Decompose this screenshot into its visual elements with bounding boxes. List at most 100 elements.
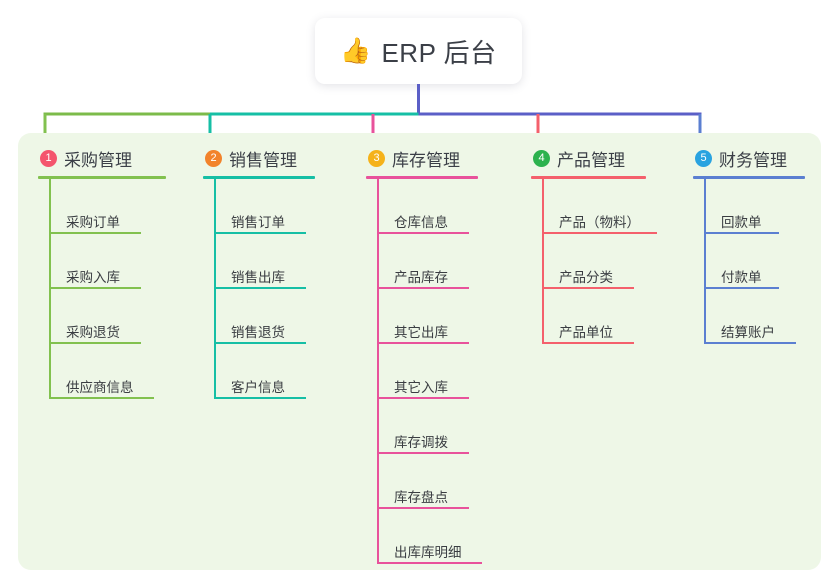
branch-rule (531, 176, 646, 179)
branch-rule (366, 176, 478, 179)
leaf-underline (49, 397, 154, 399)
leaf-label: 出库库明细 (394, 545, 462, 561)
leaf-item[interactable]: 产品分类 (542, 234, 646, 289)
leaf-item[interactable]: 产品（物料） (542, 179, 657, 234)
leaf-item[interactable]: 回款单 (704, 179, 805, 234)
branch-header-1[interactable]: 1 采购管理 (38, 145, 166, 171)
leaf-underline (214, 397, 306, 399)
branch-leaf-area: 仓库信息产品库存其它出库其它入库库存调拨库存盘点出库库明细 (377, 179, 482, 564)
leaf-item[interactable]: 销售退货 (214, 289, 315, 344)
branch-spine (704, 179, 706, 344)
branch-column-1: 1 采购管理采购订单采购入库采购退货供应商信息 (38, 145, 166, 399)
leaf-label: 销售退货 (231, 325, 285, 341)
branch-header-5[interactable]: 5 财务管理 (693, 145, 805, 171)
thumbs-up-icon: 👍 (340, 36, 372, 65)
leaf-item[interactable]: 库存调拨 (377, 399, 478, 454)
leaf-underline (377, 507, 469, 509)
leaf-item[interactable]: 其它出库 (377, 289, 478, 344)
leaf-item[interactable]: 产品库存 (377, 234, 478, 289)
leaf-item[interactable]: 结算账户 (704, 289, 805, 344)
leaf-item[interactable]: 出库库明细 (377, 509, 482, 564)
leaf-item[interactable]: 采购退货 (49, 289, 166, 344)
leaf-item[interactable]: 付款单 (704, 234, 805, 289)
leaf-underline (377, 562, 482, 564)
branch-rule (203, 176, 315, 179)
branch-leaf-area: 回款单付款单结算账户 (704, 179, 805, 344)
leaf-label: 产品分类 (559, 270, 613, 286)
leaf-underline (704, 232, 779, 234)
leaf-underline (542, 342, 634, 344)
leaf-item[interactable]: 供应商信息 (49, 344, 166, 399)
branch-number-badge: 1 (40, 149, 57, 167)
leaf-item[interactable]: 仓库信息 (377, 179, 478, 234)
leaf-underline (542, 287, 634, 289)
branch-title: 库存管理 (392, 150, 460, 170)
branch-number-badge: 4 (533, 149, 550, 167)
leaf-underline (49, 342, 141, 344)
branch-title: 产品管理 (557, 150, 625, 170)
leaf-underline (49, 287, 141, 289)
leaf-underline (214, 287, 306, 289)
leaf-item[interactable]: 采购订单 (49, 179, 166, 234)
leaf-item[interactable]: 库存盘点 (377, 454, 478, 509)
branch-column-4: 4 产品管理产品（物料） 产品分类产品单位 (531, 145, 657, 344)
leaf-underline (214, 342, 306, 344)
branch-leaf-area: 采购订单采购入库采购退货供应商信息 (49, 179, 166, 399)
leaf-label: 付款单 (721, 270, 762, 286)
leaf-item[interactable]: 其它入库 (377, 344, 478, 399)
branch-spine (49, 179, 51, 399)
leaf-label: 客户信息 (231, 380, 285, 396)
branch-column-3: 3 库存管理仓库信息产品库存其它出库其它入库库存调拨库存盘点出库库明细 (366, 145, 482, 564)
leaf-underline (377, 452, 469, 454)
branch-number-badge: 5 (695, 149, 712, 167)
branch-number-badge: 2 (205, 149, 222, 167)
branch-column-2: 2 销售管理销售订单销售出库销售退货客户信息 (203, 145, 315, 399)
leaf-label: 其它入库 (394, 380, 448, 396)
leaf-label: 销售订单 (231, 215, 285, 231)
leaf-item[interactable]: 销售订单 (214, 179, 315, 234)
leaf-label: 产品（物料） (559, 215, 640, 231)
branch-title: 销售管理 (229, 150, 297, 170)
leaf-underline (704, 342, 796, 344)
branch-title: 采购管理 (64, 150, 132, 170)
branch-rule (693, 176, 805, 179)
leaf-underline (49, 232, 141, 234)
leaf-label: 销售出库 (231, 270, 285, 286)
leaf-label: 采购入库 (66, 270, 120, 286)
leaf-underline (377, 232, 469, 234)
branch-header-2[interactable]: 2 销售管理 (203, 145, 315, 171)
branch-leaf-area: 产品（物料） 产品分类产品单位 (542, 179, 657, 344)
branch-number-badge: 3 (368, 149, 385, 167)
leaf-label: 结算账户 (721, 325, 775, 341)
leaf-item[interactable]: 销售出库 (214, 234, 315, 289)
branch-header-3[interactable]: 3 库存管理 (366, 145, 478, 171)
leaf-underline (214, 232, 306, 234)
branch-spine (214, 179, 216, 399)
leaf-label: 回款单 (721, 215, 762, 231)
branch-rule (38, 176, 166, 179)
branch-header-4[interactable]: 4 产品管理 (531, 145, 646, 171)
leaf-underline (542, 232, 657, 234)
leaf-underline (377, 287, 469, 289)
leaf-label: 库存盘点 (394, 490, 448, 506)
leaf-underline (377, 342, 469, 344)
leaf-item[interactable]: 采购入库 (49, 234, 166, 289)
leaf-label: 其它出库 (394, 325, 448, 341)
leaf-label: 产品库存 (394, 270, 448, 286)
leaf-label: 供应商信息 (66, 380, 134, 396)
leaf-underline (377, 397, 469, 399)
root-node[interactable]: 👍 ERP 后台 (315, 18, 522, 84)
leaf-item[interactable]: 产品单位 (542, 289, 646, 344)
branches-panel: 1 采购管理采购订单采购入库采购退货供应商信息 2 销售管理销售订单销售出库销售退货客… (18, 133, 821, 570)
branch-leaf-area: 销售订单销售出库销售退货客户信息 (214, 179, 315, 399)
leaf-item[interactable]: 客户信息 (214, 344, 315, 399)
branch-spine (542, 179, 544, 344)
leaf-label: 仓库信息 (394, 215, 448, 231)
branch-column-5: 5 财务管理回款单付款单结算账户 (693, 145, 805, 344)
leaf-label: 产品单位 (559, 325, 613, 341)
leaf-label: 采购订单 (66, 215, 120, 231)
branch-title: 财务管理 (719, 150, 787, 170)
branch-spine (377, 179, 379, 564)
root-title: ERP 后台 (381, 37, 497, 68)
